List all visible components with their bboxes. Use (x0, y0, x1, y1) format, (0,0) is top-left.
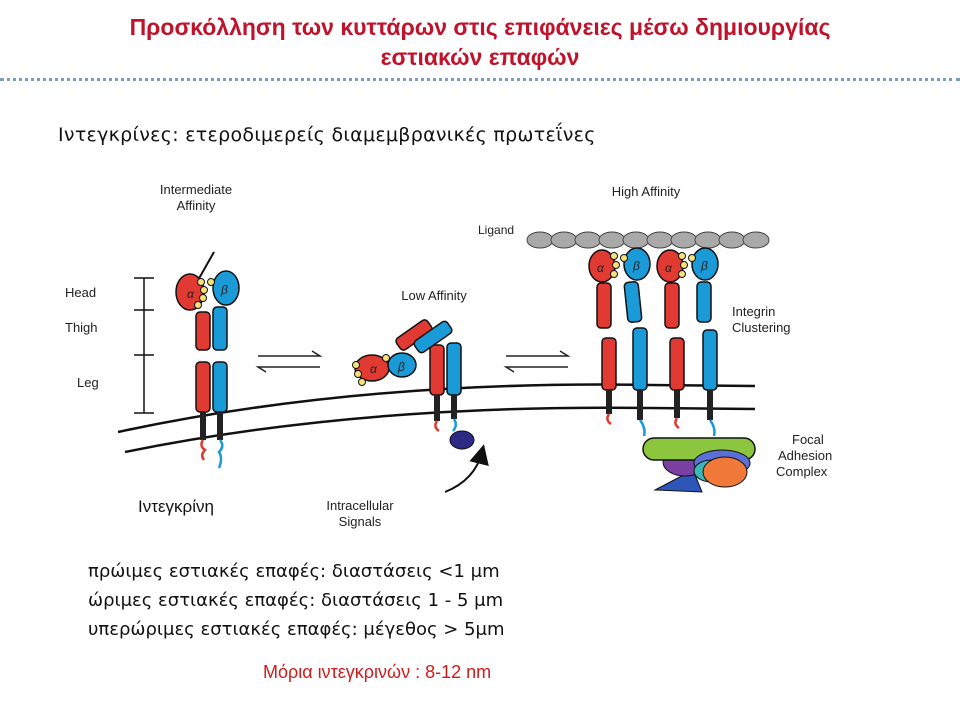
integrin-high-1: α β (588, 247, 651, 437)
head-label: Head (65, 285, 96, 300)
cell-membrane (117, 383, 756, 454)
beta-head-shape (212, 270, 240, 306)
integrin-label: Ιντεγκρίνη (138, 497, 214, 516)
subtitle: Ιντεγκρίνες: ετεροδιμερείς διαμεμβρανικέ… (58, 124, 596, 146)
focal-adhesion-line-1: Focal (792, 432, 824, 447)
title-line-2: εστιακών επαφών (380, 44, 580, 70)
beta-label: β (220, 283, 228, 297)
ligand-chain (526, 231, 770, 249)
focal-adhesion-line-2: Adhesion (778, 448, 832, 463)
thigh-label: Thigh (65, 320, 98, 335)
high-affinity-label: High Affinity (612, 184, 681, 199)
signal-arrow (444, 444, 489, 493)
intermediate-affinity-line-2: Affinity (177, 198, 216, 213)
title-line-1: Προσκόλληση των κυττάρων στις επιφάνειες… (129, 14, 831, 40)
beta-label: β (632, 259, 640, 273)
title-divider (0, 78, 960, 81)
integrin-high-2: α β (656, 247, 719, 437)
leg-label: Leg (77, 375, 99, 390)
intermediate-affinity-line-1: Intermediate (160, 182, 232, 197)
page-title: Προσκόλληση των κυττάρων στις επιφάνειες… (0, 12, 960, 72)
fact-supermature: υπερώριμες εστιακές επαφές: μέγεθος > 5μ… (88, 619, 505, 640)
integrin-molecule-note: Μόρια ιντεγκρινών : 8-12 nm (263, 662, 492, 682)
integrin-clustering-line-2: Clustering (732, 320, 791, 335)
fact-mature: ώριμες εστιακές επαφές: διαστάσεις 1 - 5… (88, 590, 504, 611)
integrin-low: α β (352, 319, 475, 450)
beta-label: β (397, 360, 405, 374)
focal-adhesion-line-3: Complex (776, 464, 828, 479)
equilibrium-arrows-1 (255, 350, 323, 373)
equilibrium-arrows-2 (503, 350, 571, 373)
alpha-label: α (597, 261, 605, 275)
intracellular-signals-line-2: Signals (339, 514, 382, 529)
beta-label: β (700, 259, 708, 273)
fact-early: πρώιμες εστιακές επαφές: διαστάσεις <1 μ… (88, 561, 500, 582)
integrin-intermediate: α β (175, 251, 240, 469)
alpha-label: α (665, 261, 673, 275)
alpha-label: α (370, 362, 378, 376)
ligand-label: Ligand (478, 223, 514, 237)
intracellular-signals-line-1: Intracellular (326, 498, 394, 513)
integrin-clustering-line-1: Integrin (732, 304, 775, 319)
low-affinity-label: Low Affinity (401, 288, 467, 303)
focal-adhesion-complex (642, 437, 756, 493)
alpha-label: α (187, 287, 195, 301)
focal-contact-sizes: πρώιμες εστιακές επαφές: διαστάσεις <1 μ… (88, 557, 505, 644)
domain-scale (134, 277, 154, 414)
